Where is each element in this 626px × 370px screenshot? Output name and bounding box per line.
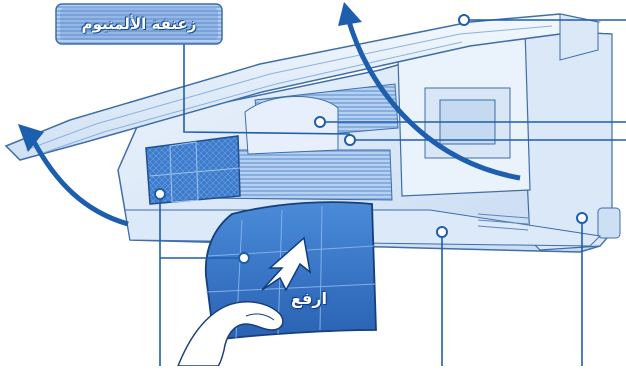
lift-label: ارفع xyxy=(280,284,338,312)
aluminum-fin-label: زعنفة الألمنيوم xyxy=(56,4,222,44)
aluminum-fin-text: زعنفة الألمنيوم xyxy=(82,15,197,33)
